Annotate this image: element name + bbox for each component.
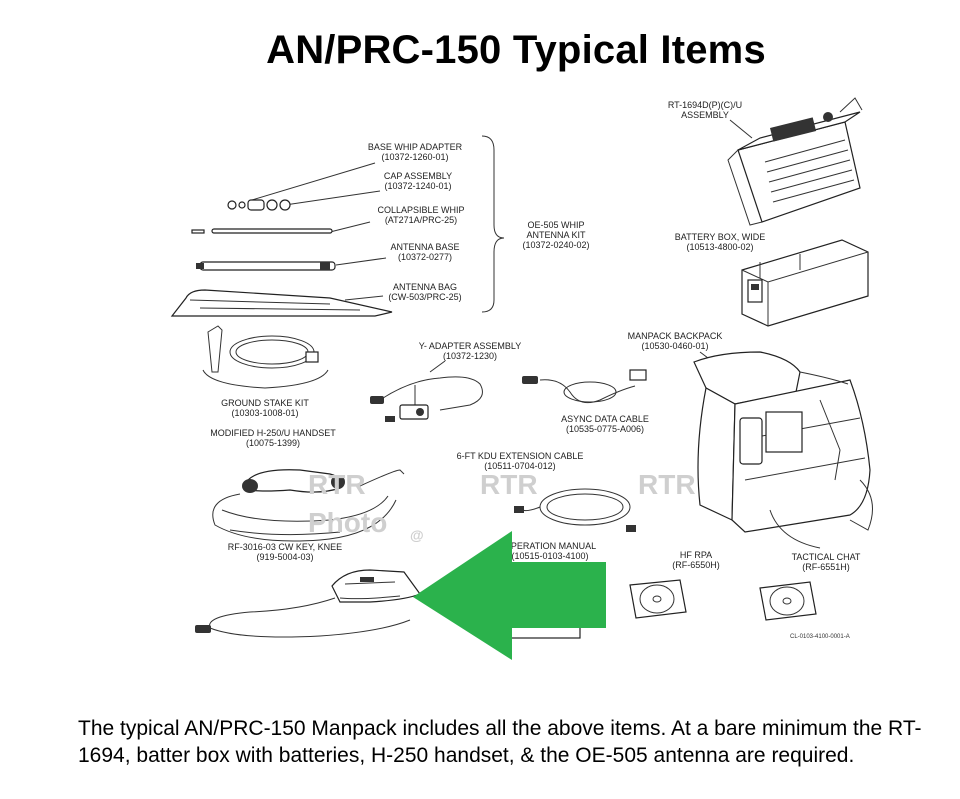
base-whip-adapter: BASE WHIP ADAPTER (10372-1260-01) xyxy=(251,142,463,201)
ground-stake-part: (10303-1008-01) xyxy=(231,408,298,418)
hf-rpa-part: (RF-6550H) xyxy=(672,560,720,570)
figure-id: CL-0103-4100-0001-A xyxy=(790,634,850,640)
antenna-bag-label: ANTENNA BAG xyxy=(393,282,457,292)
rt-assembly-label-2: ASSEMBLY xyxy=(681,110,729,120)
async-cable-part: (10535-0775-A006) xyxy=(566,424,644,434)
hf-rpa-label: HF RPA xyxy=(680,550,712,560)
watermark-text-1: RTR xyxy=(308,469,366,500)
tactical-chat-label: TACTICAL CHAT xyxy=(792,552,861,562)
manpack-backpack: MANPACK BACKPACK (10530-0460-01) xyxy=(628,331,873,549)
whip-kit-part: (10372-0240-02) xyxy=(522,240,589,250)
backpack-label: MANPACK BACKPACK xyxy=(628,331,723,341)
cap-assembly-label: CAP ASSEMBLY xyxy=(384,171,452,181)
backpack-part: (10530-0460-01) xyxy=(641,341,708,351)
tactical-chat-cd: TACTICAL CHAT (RF-6551H) xyxy=(759,552,861,621)
async-cable-label: ASYNC DATA CABLE xyxy=(561,414,649,424)
manual-label: OPERATION MANUAL xyxy=(504,541,596,551)
antenna-base-part: (10372-0277) xyxy=(398,252,452,262)
tactical-chat-part: (RF-6551H) xyxy=(802,562,850,572)
manual-part: (10515-0103-4100) xyxy=(511,551,588,561)
antenna-base-label: ANTENNA BASE xyxy=(390,242,459,252)
antenna-bag: ANTENNA BAG (CW-503/PRC-25) xyxy=(170,282,462,317)
watermark-text-3: RTR xyxy=(638,469,696,500)
rt-1694-radio: RT-1694D(P)(C)/U ASSEMBLY xyxy=(668,97,863,226)
cw-key-part: (919-5004-03) xyxy=(256,552,313,562)
battery-box: BATTERY BOX, WIDE (10513-4800-02) xyxy=(675,232,869,327)
collapsible-whip-part: (AT271A/PRC-25) xyxy=(385,215,457,225)
antenna-base: ANTENNA BASE (10372-0277) xyxy=(196,242,460,271)
kdu-extension-cable: 6-FT KDU EXTENSION CABLE (10511-0704-012… xyxy=(457,451,636,532)
page-title: AN/PRC-150 Typical Items xyxy=(266,28,766,72)
base-whip-adapter-part: (10372-1260-01) xyxy=(381,152,448,162)
y-adapter-part: (10372-1230) xyxy=(443,351,497,361)
watermark-text-2: RTR xyxy=(480,469,538,500)
cap-assembly-part: (10372-1240-01) xyxy=(384,181,451,191)
cw-key-label: RF-3016-03 CW KEY, KNEE xyxy=(228,542,342,552)
y-adapter-assembly: Y- ADAPTER ASSEMBLY (10372-1230) xyxy=(370,341,521,422)
antenna-bag-part: (CW-503/PRC-25) xyxy=(388,292,461,302)
ground-stake-kit: GROUND STAKE KIT (10303-1008-01) xyxy=(202,325,329,418)
y-adapter-label: Y- ADAPTER ASSEMBLY xyxy=(419,341,522,351)
watermark: RTR RTR RTR Photo @ xyxy=(308,469,696,543)
base-whip-adapter-label: BASE WHIP ADAPTER xyxy=(368,142,463,152)
cap-assembly: CAP ASSEMBLY (10372-1240-01) xyxy=(227,171,452,211)
ground-stake-label: GROUND STAKE KIT xyxy=(221,398,309,408)
equipment-diagram: BASE WHIP ADAPTER (10372-1260-01) CAP AS… xyxy=(170,97,873,660)
rt-assembly-label-1: RT-1694D(P)(C)/U xyxy=(668,100,742,110)
battery-box-label: BATTERY BOX, WIDE xyxy=(675,232,766,242)
watermark-at: @ xyxy=(410,527,424,543)
handset-part: (10075-1399) xyxy=(246,438,300,448)
watermark-photo: Photo xyxy=(308,507,387,538)
left-arrow-icon xyxy=(413,531,606,660)
caption: The typical AN/PRC-150 Manpack includes … xyxy=(78,717,922,767)
collapsible-whip: COLLAPSIBLE WHIP (AT271A/PRC-25) xyxy=(191,205,465,234)
async-data-cable: ASYNC DATA CABLE (10535-0775-A006) xyxy=(522,369,649,434)
collapsible-whip-label: COLLAPSIBLE WHIP xyxy=(377,205,464,215)
whip-kit-label-1: OE-505 WHIP xyxy=(527,220,584,230)
battery-box-part: (10513-4800-02) xyxy=(686,242,753,252)
h-250-handset: MODIFIED H-250/U HANDSET (10075-1399) xyxy=(210,428,405,542)
whip-kit-label-2: ANTENNA KIT xyxy=(526,230,586,240)
whip-kit-bracket: OE-505 WHIP ANTENNA KIT (10372-0240-02) xyxy=(481,135,590,313)
handset-label: MODIFIED H-250/U HANDSET xyxy=(210,428,336,438)
kdu-cable-label: 6-FT KDU EXTENSION CABLE xyxy=(457,451,584,461)
cw-key-knee: RF-3016-03 CW KEY, KNEE (919-5004-03) xyxy=(195,542,421,638)
hf-rpa-cd: HF RPA (RF-6550H) xyxy=(629,550,720,619)
kdu-cable-part: (10511-0704-012) xyxy=(484,461,555,471)
